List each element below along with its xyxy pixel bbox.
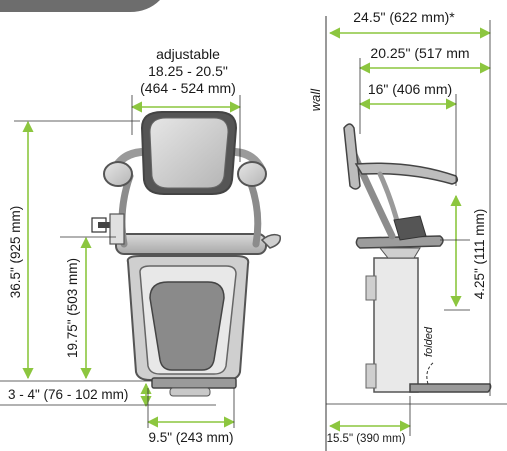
base-width-label: 9.5" (243 mm) xyxy=(148,430,233,445)
front-extension-lines xyxy=(0,95,241,428)
side-dimensions xyxy=(328,27,492,432)
front-view-chair xyxy=(91,111,282,397)
folded-label: folded xyxy=(423,326,435,357)
side-extension-lines xyxy=(326,20,507,436)
side-view-chair xyxy=(343,123,492,393)
seat-height-label: 19.75" (503 mm) xyxy=(65,258,80,358)
seat-width-inches: 18.25 - 20.5" xyxy=(148,63,228,79)
front-dimensions xyxy=(22,101,242,428)
depth-2-label: 20.25" (517 mm xyxy=(370,45,469,61)
wall-clearance-label: 15.5" (390 mm) xyxy=(327,433,406,445)
footrest-height-label: 3 - 4" (76 - 102 mm) xyxy=(8,387,128,402)
seat-width-caption: adjustable xyxy=(156,46,220,62)
depth-3-label: 16" (406 mm) xyxy=(368,81,452,97)
overall-height-label: 36.5" (925 mm) xyxy=(8,206,23,299)
seat-width-mm: (464 - 524 mm) xyxy=(140,80,236,96)
armrest-height-label: 4.25" (111 mm) xyxy=(472,209,487,300)
wall-label: wall xyxy=(308,88,323,112)
overall-depth-label: 24.5" (622 mm)* xyxy=(353,9,455,25)
header-tab xyxy=(0,0,160,12)
